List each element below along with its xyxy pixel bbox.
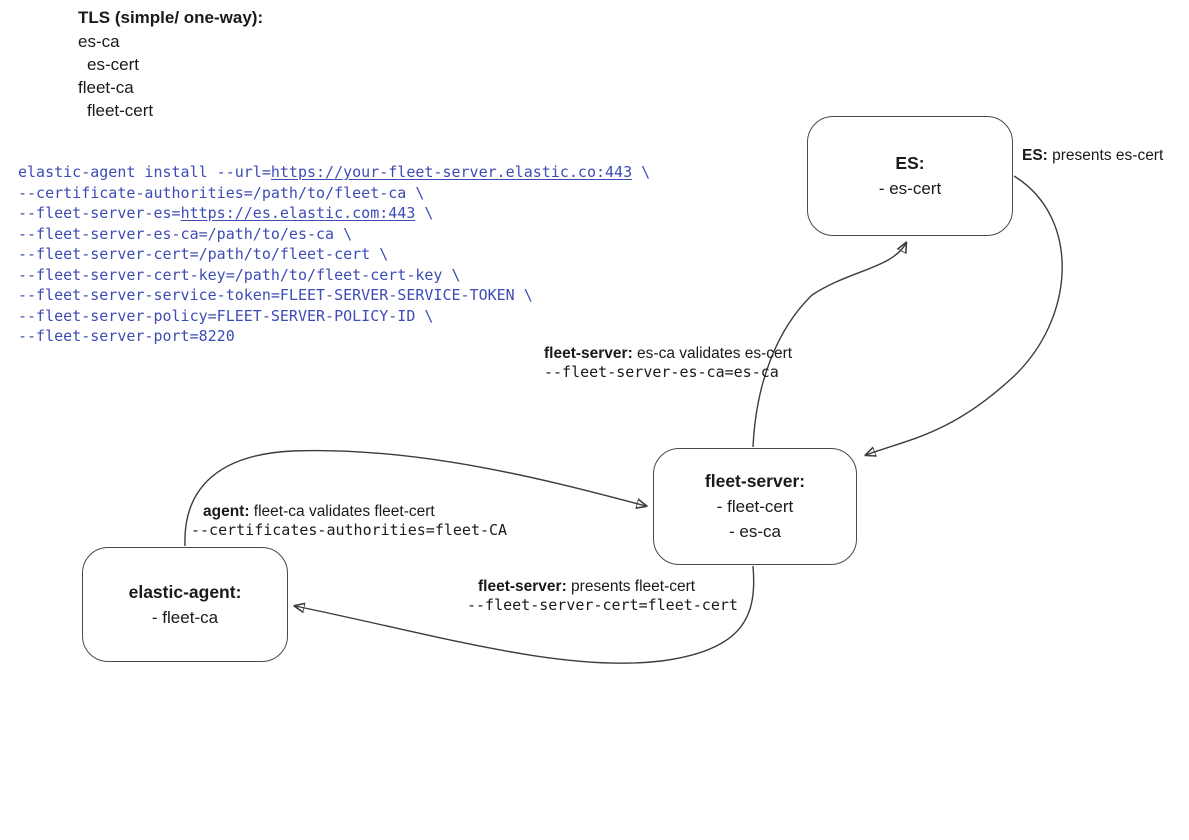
node-elastic-agent-item: - fleet-ca [151,607,219,627]
label-text: presents es-cert [1047,147,1164,164]
tls-notes: TLS (simple/ one-way): es-ca es-cert fle… [78,6,263,122]
node-es: ES: - es-cert [807,116,1013,236]
label-text: fleet-ca validates fleet-cert [249,503,435,520]
label-bold-prefix: agent: [203,503,250,520]
node-elastic-agent-title: elastic-agent: [128,581,242,602]
label-text: presents fleet-cert [566,578,696,595]
node-es-title: ES: [895,153,925,173]
command-text: --certificate-authorities=/path/to/fleet… [18,183,425,202]
es-url-link[interactable]: https://es.elastic.com:443 [180,204,416,222]
node-fleet-server-item: - fleet-cert [716,497,794,516]
label-line: ES: presents es-cert [1022,146,1163,165]
command-text: elastic-agent install --url= [18,163,271,181]
label-bold-prefix: fleet-server: [544,345,633,362]
command-text: --fleet-server-cert=/path/to/fleet-cert … [18,245,389,263]
note-es-ca: es-ca [78,32,120,51]
command-line: --fleet-server-cert-key=/path/to/fleet-c… [18,265,650,286]
note-fleet-ca: fleet-ca [78,78,134,97]
command-line: --fleet-server-es-ca=/path/to/es-ca \ [18,224,650,245]
command-text: \ [415,204,434,222]
label-text: es-ca validates es-cert [632,345,793,362]
label-line: agent: fleet-ca validates fleet-cert [203,502,507,521]
label-flag-code: --fleet-server-cert=fleet-cert [467,596,738,614]
command-text: --fleet-server-port=8220 [18,327,235,345]
node-fleet-server-item: - es-ca [729,522,781,541]
label-fleet-server-presents-fleet-cert: fleet-server: presents fleet-cert --flee… [467,577,738,615]
notes-title: TLS (simple/ one-way): [78,8,264,27]
command-line: --fleet-server-es=https://es.elastic.com… [18,203,650,224]
label-bold-prefix: ES: [1022,147,1048,164]
command-text: --fleet-server-es= [18,204,181,222]
label-line: fleet-server: presents fleet-cert [478,577,738,596]
note-es-cert: es-cert [87,55,139,74]
label-flag-code: --fleet-server-es-ca=es-ca [544,363,779,381]
command-line: --fleet-server-cert=/path/to/fleet-cert … [18,244,650,265]
command-line: elastic-agent install --url=https://your… [18,162,650,183]
command-line: --fleet-server-service-token=FLEET-SERVE… [18,285,650,306]
command-line: --certificate-authorities=/path/to/fleet… [18,183,650,204]
edge-es-presents-cert-arrow [866,175,1063,455]
install-command-block: elastic-agent install --url=https://your… [18,162,650,347]
node-elastic-agent: elastic-agent: - fleet-ca [82,547,288,662]
edge-agent-validates-fleet-arrow [184,449,646,547]
edge-fleet-server-presents-cert-arrow [295,565,755,664]
label-fleet-server-validates-es-cert: fleet-server: es-ca validates es-cert --… [544,344,792,382]
note-fleet-cert: fleet-cert [87,101,154,120]
command-text: --fleet-server-policy=FLEET-SERVER-POLIC… [18,306,434,325]
fleet-server-url-link[interactable]: https://your-fleet-server.elastic.co:443 [270,163,633,181]
command-line: --fleet-server-port=8220 [18,326,650,347]
node-fleet-server: fleet-server: - fleet-cert - es-ca [653,448,857,565]
command-text: --fleet-server-cert-key=/path/to/fleet-c… [18,265,461,284]
command-text: --fleet-server-es-ca=/path/to/es-ca \ [18,224,353,243]
command-line: --fleet-server-policy=FLEET-SERVER-POLIC… [18,306,650,327]
label-agent-validates-fleet-cert: agent: fleet-ca validates fleet-cert --c… [191,502,507,540]
label-es-presents-es-cert: ES: presents es-cert [1022,146,1163,165]
label-flag-code: --certificates-authorities=fleet-CA [191,521,508,539]
label-line: fleet-server: es-ca validates es-cert [544,344,792,363]
command-text: --fleet-server-service-token=FLEET-SERVE… [18,286,533,304]
command-text: \ [632,163,651,181]
edge-fleet-server-validates-es-arrow [752,243,906,448]
node-fleet-server-title: fleet-server: [704,471,806,491]
label-bold-prefix: fleet-server: [478,578,567,595]
node-es-item: - es-cert [878,179,942,198]
